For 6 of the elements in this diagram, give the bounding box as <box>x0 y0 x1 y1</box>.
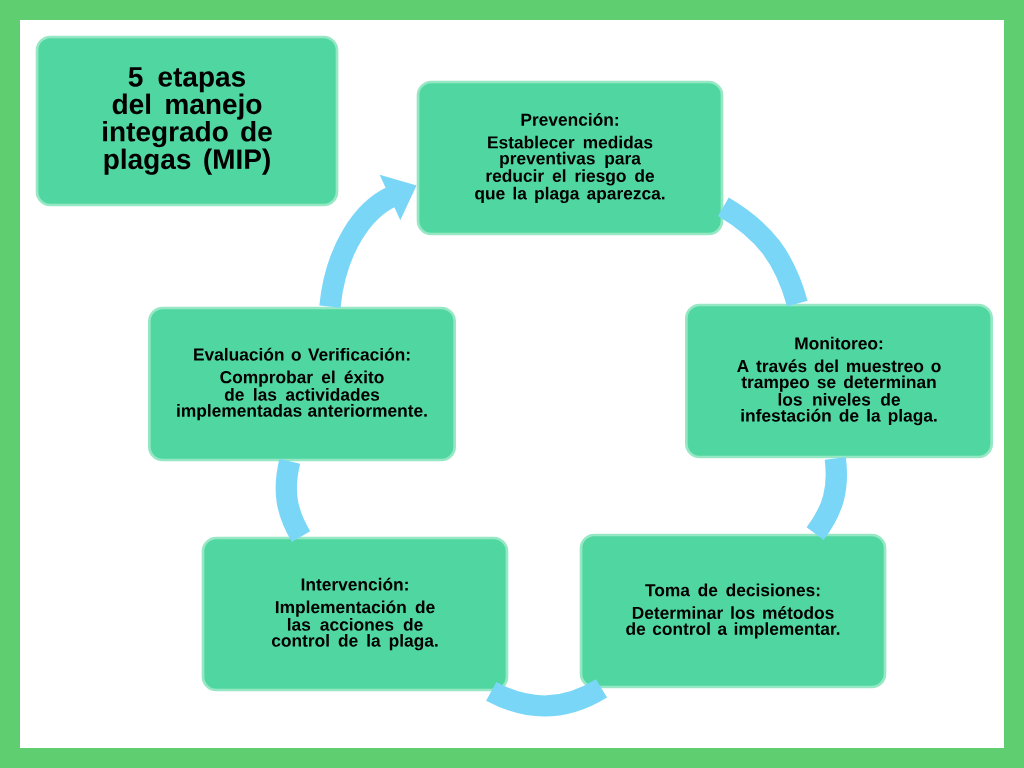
stage-box: Prevención: Establecer medidas preventivas para reducir el riesgo de que la plaga aparezca. <box>416 80 724 236</box>
stage-box: Toma de decisiones: Determinar los métodos de control a implementar. <box>579 533 887 689</box>
stage-box: Intervención: Implementación de las acciones de control de la plaga. <box>201 536 509 692</box>
stage-box: Monitoreo: A través del muestreo o trampeo se determinan los niveles de infestación de la plaga. <box>685 303 993 459</box>
title-box: 5 etapas del manejo integrado de plagas (MIP) <box>35 35 339 207</box>
stage-box: Evaluación o Verificación: Comprobar el éxito de las actividades implementadas anteriormente. <box>148 306 456 462</box>
